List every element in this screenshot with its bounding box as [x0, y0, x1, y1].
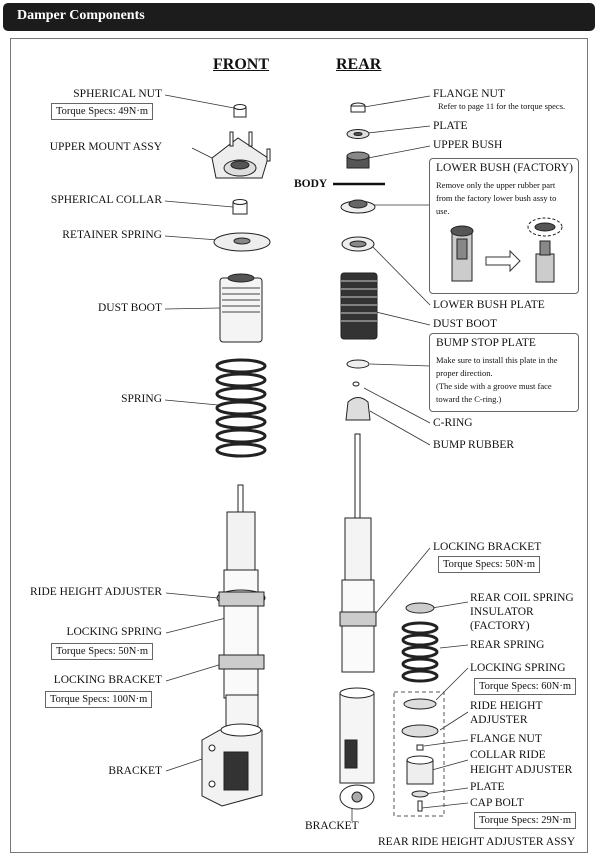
leader-lines: [164, 94, 469, 821]
rear-cap-bolt-label: CAP BOLT: [470, 797, 524, 809]
lower-bush-callout-line-2: from the factory lower bush assy to: [436, 193, 557, 203]
bump-stop-callout-line-1: Make sure to install this plate in the: [436, 355, 558, 365]
rear-upper-bush: [346, 151, 370, 169]
bump-stop-callout: BUMP STOP PLATE Make sure to install thi…: [429, 333, 579, 412]
rear-cap-bolt: [417, 800, 423, 812]
rear-plate-small: [411, 790, 429, 798]
rear-assy-plate-label: PLATE: [470, 781, 505, 793]
front-retainer-spring: [213, 232, 271, 252]
rear-coil-insulator: [405, 602, 435, 614]
rear-lower-bush-plate-label: LOWER BUSH PLATE: [433, 299, 545, 311]
front-bracket-label: BRACKET: [108, 765, 162, 777]
front-upper-mount: [211, 131, 271, 179]
front-dust-boot-label: DUST BOOT: [97, 302, 162, 314]
rear-collar: [406, 755, 434, 785]
bump-stop-callout-line-4: toward the C-ring.): [436, 394, 502, 404]
rear-locking-spring-torque: Torque Specs: 60N·m: [474, 678, 576, 695]
rear-damper: [339, 433, 377, 673]
rear-c-ring: [352, 381, 360, 387]
front-spring-label: SPRING: [121, 393, 162, 405]
rear-flange-nut-label: FLANGE NUT: [433, 88, 505, 100]
rear-plate-label: PLATE: [433, 120, 468, 132]
lower-bush-callout-line-3: use.: [436, 206, 450, 216]
rear-assy-flange-nut-label: FLANGE NUT: [470, 733, 542, 745]
front-dust-boot: [219, 273, 263, 343]
rear-dust-boot-label: DUST BOOT: [433, 318, 498, 330]
rear-locking-spring: [403, 698, 437, 710]
rear-heading: REAR: [336, 56, 382, 73]
rear-flange-nut-note: Refer to page 11 for the torque specs.: [438, 101, 566, 111]
front-locking-spring-torque: Torque Specs: 50N·m: [51, 643, 153, 660]
bump-stop-callout-title: BUMP STOP PLATE: [436, 337, 536, 349]
body-label: BODY: [294, 178, 328, 190]
rear-ride-height-adjuster: [401, 724, 439, 738]
front-spherical-nut-label: SPHERICAL NUT: [73, 88, 162, 100]
bump-stop-callout-line-2: proper direction.: [436, 368, 493, 378]
front-bracket: [201, 723, 263, 807]
front-locking-spring-label: LOCKING SPRING: [66, 626, 162, 638]
rear-spring: [401, 621, 439, 683]
rear-cap-bolt-torque: Torque Specs: 29N·m: [474, 812, 576, 829]
rear-flange-nut-small: [416, 744, 424, 751]
rear-spring-label: REAR SPRING: [470, 639, 545, 651]
front-locking-bracket-torque: Torque Specs: 100N·m: [45, 691, 153, 708]
rear-coil-insulator-label-1: REAR COIL SPRING: [470, 592, 574, 604]
rear-coil-insulator-label-2: INSULATOR: [470, 606, 534, 618]
rear-locking-bracket-torque: Torque Specs: 50N·m: [438, 556, 540, 573]
rear-bracket-label: BRACKET: [305, 820, 359, 832]
rear-flange-nut: [350, 102, 366, 113]
rear-ride-height-adjuster-label-2: ADJUSTER: [470, 714, 528, 726]
rear-upper-bush-label: UPPER BUSH: [433, 139, 503, 151]
front-heading: FRONT: [213, 56, 269, 73]
rear-collar-label-2: HEIGHT ADJUSTER: [470, 764, 573, 776]
front-ride-height-adjuster-label: RIDE HEIGHT ADJUSTER: [29, 586, 162, 598]
rear-bump-stop-plate: [346, 359, 370, 369]
rear-assy-title: REAR RIDE HEIGHT ADJUSTER ASSY: [378, 836, 576, 848]
arrow-right-icon: [485, 249, 521, 273]
lower-bush-callout: LOWER BUSH (FACTORY) Remove only the upp…: [429, 158, 579, 294]
front-spherical-collar: [232, 199, 248, 215]
front-spherical-collar-label: SPHERICAL COLLAR: [50, 194, 162, 206]
lower-bush-callout-line-1: Remove only the upper rubber part: [436, 180, 556, 190]
front-damper: [216, 484, 266, 734]
rear-plate: [346, 129, 370, 139]
front-upper-mount-label: UPPER MOUNT ASSY: [49, 141, 162, 153]
front-locking-bracket-label: LOCKING BRACKET: [53, 674, 162, 686]
rear-lower-bush-plate: [341, 236, 375, 252]
rear-assy-dashed-box: [393, 691, 445, 817]
rear-bump-rubber: [345, 397, 371, 421]
bump-stop-callout-line-3: (The side with a groove must face: [436, 381, 552, 391]
section-title-bar: Damper Components: [3, 3, 595, 31]
rear-bump-rubber-label: BUMP RUBBER: [433, 439, 515, 451]
rear-locking-bracket-label: LOCKING BRACKET: [433, 541, 542, 553]
front-spring: [215, 358, 267, 458]
front-spherical-nut: [233, 104, 247, 118]
front-spherical-nut-torque: Torque Specs: 49N·m: [51, 103, 153, 120]
rear-collar-label-1: COLLAR RIDE: [470, 749, 546, 761]
lower-bush-illustration: [450, 217, 563, 283]
front-retainer-spring-label: RETAINER SPRING: [62, 229, 162, 241]
diagram-frame: [10, 38, 588, 853]
rear-locking-spring-label: LOCKING SPRING: [470, 662, 566, 674]
rear-dust-boot: [340, 272, 378, 340]
rear-coil-insulator-label-3: (FACTORY): [470, 620, 530, 632]
lower-bush-callout-title: LOWER BUSH (FACTORY): [436, 162, 573, 174]
rear-c-ring-label: C-RING: [433, 417, 473, 429]
rear-bracket: [339, 687, 375, 810]
rear-lower-bush: [340, 199, 376, 214]
rear-ride-height-adjuster-label-1: RIDE HEIGHT: [470, 700, 543, 712]
section-title: Damper Components: [17, 8, 145, 23]
